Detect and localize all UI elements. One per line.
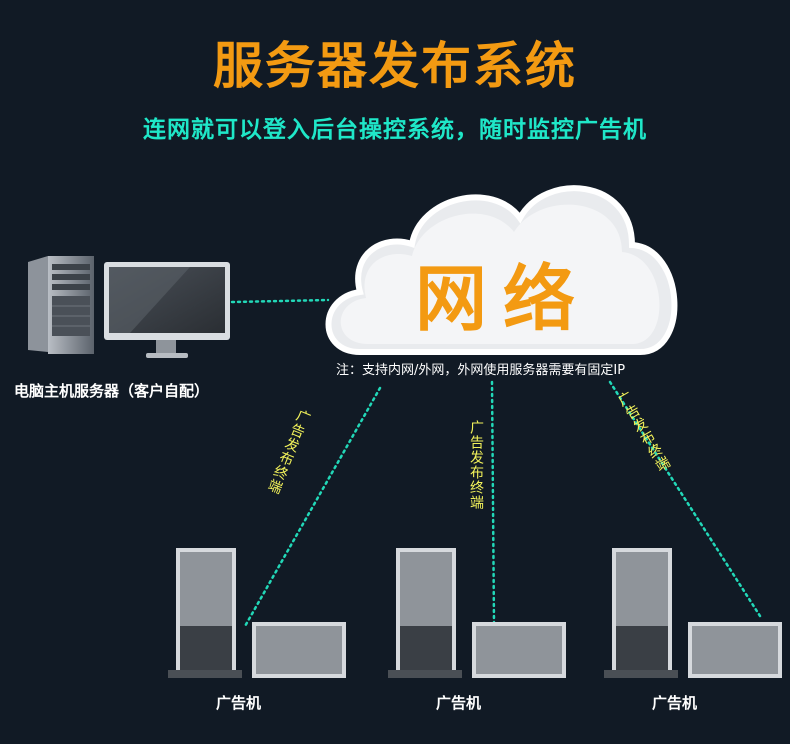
ad-terminal-3: [604, 548, 782, 678]
server-label: 电脑主机服务器（客户自配）: [14, 382, 210, 400]
terminal-link-line-1: [242, 386, 382, 630]
terminal-label-2: 广告机: [436, 694, 482, 712]
ad-terminal-1: [168, 548, 346, 678]
server-link-line: [230, 298, 330, 304]
network-links: [230, 298, 762, 630]
terminal-link-line-3: [608, 380, 762, 618]
terminal-link-line-2: [490, 380, 496, 626]
terminal-label-3: 广告机: [652, 694, 698, 712]
monitor-icon: [104, 262, 230, 358]
connection-label-2: 广告发布终端: [468, 420, 484, 510]
server-tower-icon: [28, 256, 94, 354]
cloud-icon: [325, 185, 678, 355]
page-subtitle: 连网就可以登入后台操控系统，随时监控广告机: [143, 117, 647, 143]
terminal-label-1: 广告机: [216, 694, 262, 712]
ad-terminal-2: [388, 548, 566, 678]
network-note: 注：支持内网/外网，外网使用服务器需要有固定IP: [336, 363, 626, 378]
network-label: 网络: [415, 257, 592, 341]
page-title: 服务器发布系统: [213, 37, 577, 95]
